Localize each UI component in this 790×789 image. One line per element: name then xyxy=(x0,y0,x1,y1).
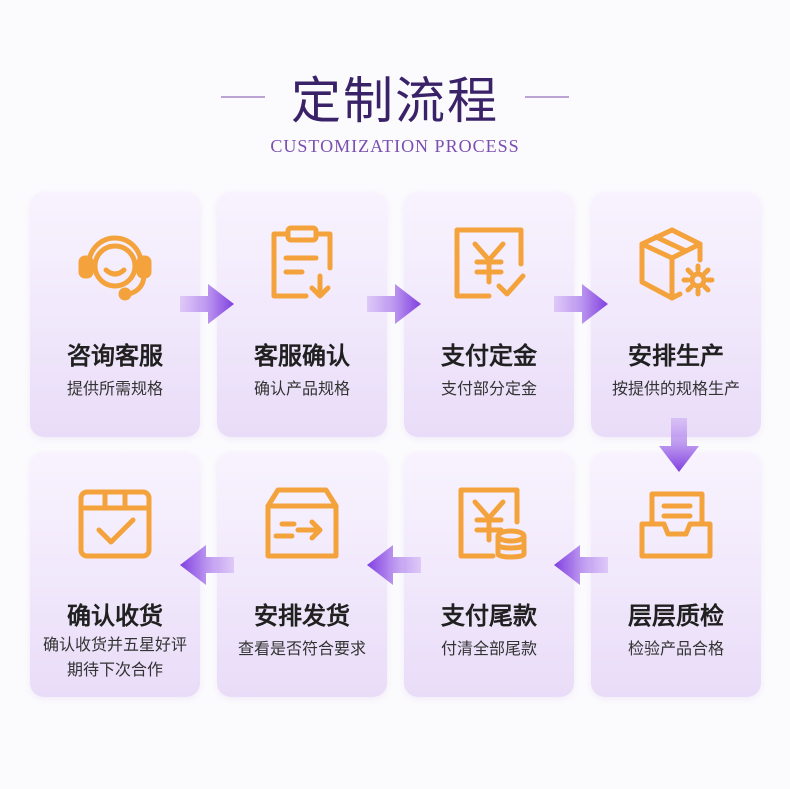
step-desc: 确认产品规格 xyxy=(253,379,350,398)
step-desc: 支付部分定金 xyxy=(440,379,537,398)
shipping-box-icon xyxy=(265,487,339,559)
arrow-down-icon xyxy=(659,418,699,472)
step-card-final-payment: 支付尾款 付清全部尾款 xyxy=(404,452,574,697)
step-desc: 确认收货并五星好评 期待下次合作 xyxy=(42,635,187,679)
step-name: 客服确认 xyxy=(254,342,350,370)
step-name: 安排生产 xyxy=(628,342,724,370)
step-desc: 查看是否符合要求 xyxy=(237,639,366,658)
page-title: 定制流程 xyxy=(291,72,499,130)
arrow-left-icon xyxy=(554,545,608,585)
step-card-inspection: 层层质检 检验产品合格 xyxy=(591,452,761,697)
yuan-coins-icon xyxy=(458,487,527,560)
arrow-left-icon xyxy=(180,545,234,585)
step-card-receipt: 确认收货 确认收货并五星好评 期待下次合作 xyxy=(30,452,200,697)
step-card-service-confirm: 客服确认 确认产品规格 xyxy=(217,192,387,437)
step-card-production: 安排生产 按提供的规格生产 xyxy=(591,192,761,437)
step-card-consult: 咨询客服 提供所需规格 xyxy=(30,192,200,437)
customer-service-headset-icon xyxy=(78,235,152,301)
step-name: 支付尾款 xyxy=(441,602,537,630)
title-right-divider xyxy=(525,96,569,98)
title-left-divider xyxy=(221,96,265,98)
step-name: 咨询客服 xyxy=(67,342,163,370)
box-gear-icon xyxy=(639,227,715,301)
step-name: 层层质检 xyxy=(628,602,724,630)
inspection-tray-icon xyxy=(639,491,713,559)
step-card-deposit: 支付定金 支付部分定金 xyxy=(404,192,574,437)
yuan-payment-icon xyxy=(454,227,526,299)
arrow-right-icon xyxy=(180,284,234,324)
title-row: 定制流程 xyxy=(0,62,790,132)
step-desc: 检验产品合格 xyxy=(627,639,724,658)
step-name: 确认收货 xyxy=(67,602,163,630)
step-card-shipping: 安排发货 查看是否符合要求 xyxy=(217,452,387,697)
arrow-left-icon xyxy=(367,545,421,585)
step-desc: 提供所需规格 xyxy=(66,379,163,398)
step-desc: 按提供的规格生产 xyxy=(611,379,740,398)
arrow-right-icon xyxy=(554,284,608,324)
clipboard-confirm-icon xyxy=(271,225,333,299)
page-subtitle: CUSTOMIZATION PROCESS xyxy=(270,136,520,156)
box-check-icon xyxy=(78,489,152,559)
step-name: 支付定金 xyxy=(441,342,537,370)
step-desc: 付清全部尾款 xyxy=(440,639,537,658)
step-name: 安排发货 xyxy=(254,602,350,630)
arrow-right-icon xyxy=(367,284,421,324)
